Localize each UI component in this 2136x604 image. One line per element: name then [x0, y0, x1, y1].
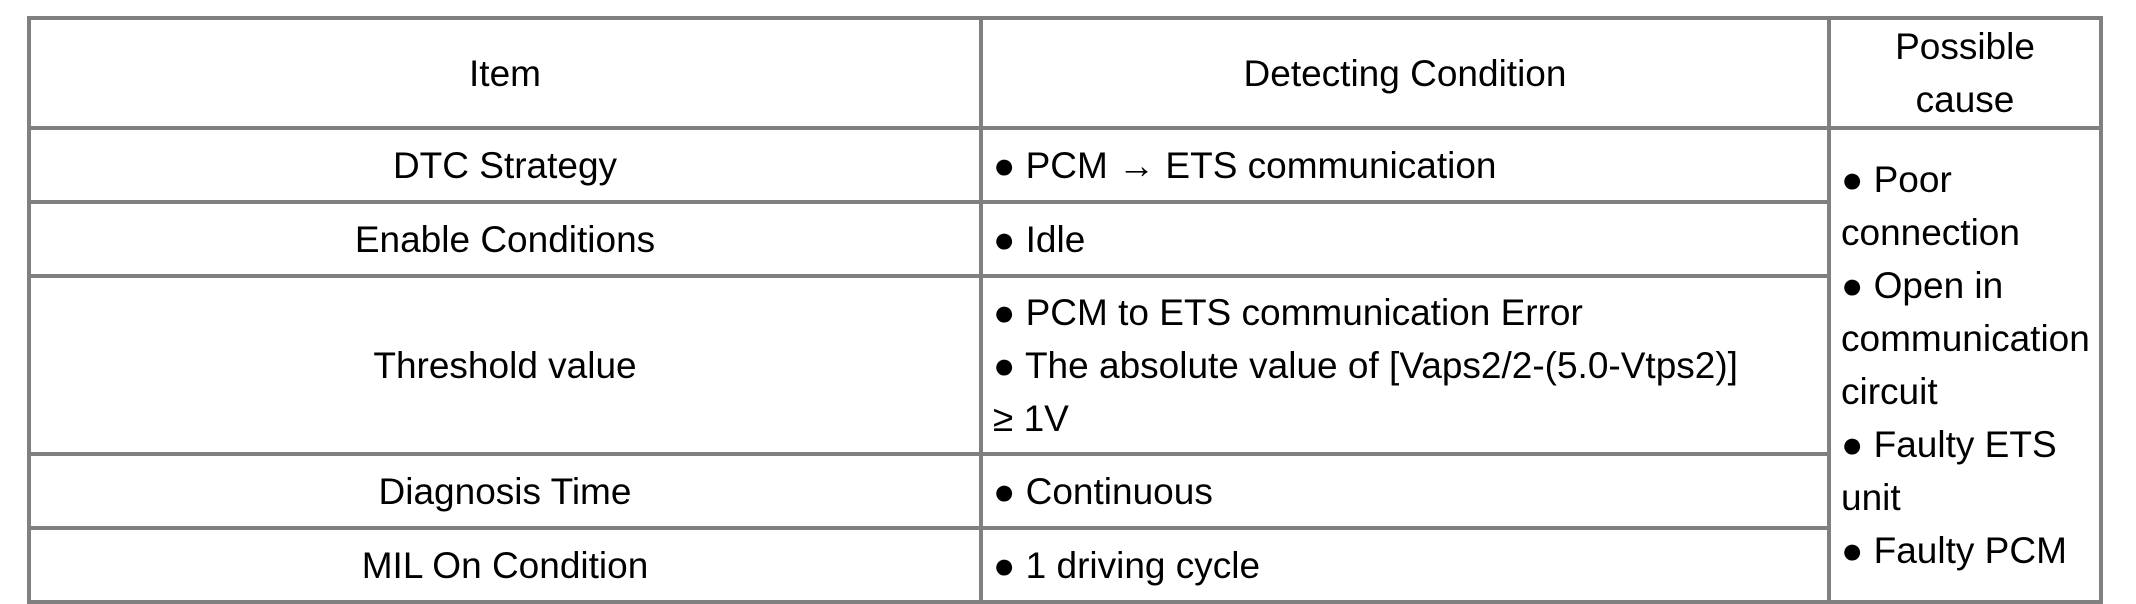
cause-line: unit: [1841, 477, 1901, 518]
row-condition-diagnosis-time: ● Continuous: [979, 452, 1831, 530]
table-row: Diagnosis Time ● Continuous: [27, 452, 2101, 530]
condition-line: ● PCM to ETS communication Error: [993, 291, 1583, 333]
header-detecting-condition: Detecting Condition: [979, 16, 1831, 130]
row-condition-enable-conditions: ● Idle: [979, 200, 1831, 278]
condition-line: ● Idle: [993, 218, 1086, 260]
cause-line: communication: [1841, 318, 2090, 359]
table-row: Enable Conditions ● Idle: [27, 200, 2101, 278]
header-item: Item: [27, 16, 983, 130]
cause-line: ● Poor: [1841, 159, 1952, 200]
row-item-enable-conditions: Enable Conditions: [27, 200, 983, 278]
cause-line: ● Faulty ETS: [1841, 424, 2057, 465]
table-row: DTC Strategy ● PCM → ETS communication ●…: [27, 126, 2103, 604]
row-item-threshold-value: Threshold value: [27, 274, 983, 456]
condition-line: ≥ 1V: [993, 397, 1069, 439]
row-condition-mil-on-condition: ● 1 driving cycle: [979, 526, 1831, 604]
table-header-row: Item Detecting Condition Possible cause: [27, 16, 2103, 130]
cause-line: circuit: [1841, 371, 1938, 412]
table-row: MIL On Condition ● 1 driving cycle: [27, 526, 2101, 604]
row-item-dtc-strategy: DTC Strategy: [27, 126, 983, 204]
table-row: Threshold value ● PCM to ETS communicati…: [27, 274, 2101, 456]
condition-line: ● Continuous: [993, 470, 1213, 512]
row-condition-threshold-value: ● PCM to ETS communication Error ● The a…: [979, 274, 1831, 456]
row-item-mil-on-condition: MIL On Condition: [27, 526, 983, 604]
row-item-diagnosis-time: Diagnosis Time: [27, 452, 983, 530]
condition-line: ● PCM → ETS communication: [993, 144, 1497, 186]
dtc-specification-table: Item Detecting Condition Possible cause …: [27, 16, 2103, 604]
row-condition-dtc-strategy: ● PCM → ETS communication: [979, 126, 1831, 204]
cause-line: connection: [1841, 212, 2020, 253]
condition-line: ● The absolute value of [Vaps2/2-(5.0-Vt…: [993, 344, 1738, 386]
cause-line: ● Open in: [1841, 265, 2004, 306]
cause-line: ● Faulty PCM: [1841, 530, 2067, 571]
condition-line: ● 1 driving cycle: [993, 544, 1261, 586]
possible-cause-cell: ● Poor connection ● Open in communicatio…: [1827, 126, 2103, 604]
header-possible-cause: Possible cause: [1827, 16, 2103, 130]
